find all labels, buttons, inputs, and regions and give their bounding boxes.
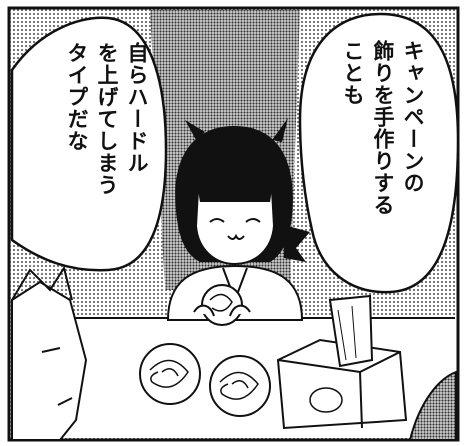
foreground-object-right <box>408 370 457 441</box>
woman-mouth <box>227 233 245 240</box>
speech-right-line-3: ことも <box>341 40 365 106</box>
woman-eye-left <box>209 218 225 223</box>
speech-right-text: キャンペーンの 飾りを手作りする ことも <box>338 40 428 216</box>
speech-right-line-2: 飾りを手作りする <box>371 40 395 216</box>
woman-hand-right <box>229 304 251 317</box>
speech-right-line-1: キャンペーンの <box>401 40 425 194</box>
speech-left-line-2: を上げてしまう <box>95 42 119 196</box>
speech-left-line-1: 自らハードル <box>125 42 149 174</box>
man-mouth <box>57 397 73 406</box>
woman-bangs <box>198 190 272 202</box>
paper-flower-right <box>209 355 271 417</box>
speech-left-text: 自らハードル を上げてしまう タイプだな <box>62 42 152 196</box>
woman-hand-left <box>193 304 215 317</box>
woman-eye-right <box>245 218 261 223</box>
woman-hair-ear-left <box>185 120 205 140</box>
tissue-box <box>276 294 408 430</box>
cat-print-icon <box>309 387 343 413</box>
flower-in-hands <box>201 284 243 326</box>
woman-ponytail <box>284 225 310 262</box>
man-foreground <box>11 265 88 441</box>
speech-left-line-3: タイプだな <box>65 42 89 152</box>
speech-bubble-right <box>298 12 460 294</box>
woman-hair-ear-right <box>272 118 288 142</box>
woman-face <box>194 189 276 266</box>
flower-in-hands-petal <box>209 293 233 312</box>
speech-bubble-left <box>10 16 168 272</box>
man-eye <box>41 347 61 353</box>
paper-flower-left <box>139 343 201 405</box>
